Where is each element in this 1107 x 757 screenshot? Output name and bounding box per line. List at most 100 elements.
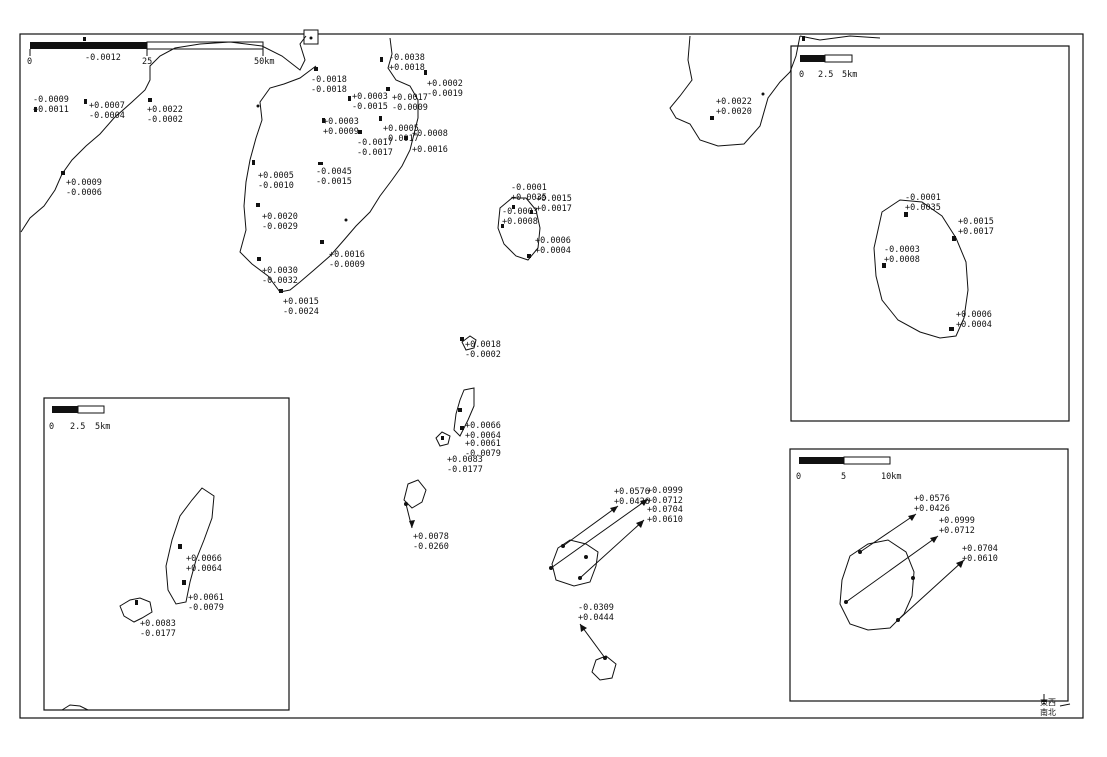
label-m16-a: -0.0045 (316, 167, 352, 177)
label-m19-a: +0.0030 (262, 266, 298, 276)
label-m29-b: -0.0177 (447, 465, 483, 475)
main-vectors (404, 498, 649, 660)
label-m22-a: -0.0001 (511, 183, 547, 193)
label-m21-a: +0.0022 (716, 97, 752, 107)
label-i1a-b: +0.0035 (905, 203, 941, 213)
label-m17-b: -0.0029 (262, 222, 298, 232)
main-scale-tick-1: 25 (142, 57, 152, 67)
label-i2b-b: -0.0079 (188, 603, 224, 613)
label-m27-a: +0.0066 (465, 421, 501, 431)
label-m25-a: +0.0006 (535, 236, 571, 246)
mainland-coast-northeast (669, 35, 801, 147)
label-m21-b: +0.0020 (716, 107, 752, 117)
label-m04-a: +0.0022 (147, 105, 183, 115)
label-i2a-b: +0.0064 (186, 564, 222, 574)
label-i3b-b: +0.0712 (939, 526, 975, 536)
label-m16-b: -0.0015 (316, 177, 352, 187)
legend-north-south: 南北 (1040, 707, 1056, 717)
label-m14-a: +0.0008 (412, 129, 448, 139)
island-south-tip (591, 655, 617, 681)
label-m23-a: +0.0015 (536, 194, 572, 204)
label-m30-b: -0.0260 (413, 542, 449, 552)
label-m31-a: +0.0576 (614, 487, 650, 497)
label-m22-b: +0.0035 (511, 193, 547, 203)
label-m20-b: -0.0024 (283, 307, 319, 317)
label-i2c-a: +0.0083 (140, 619, 176, 629)
label-m02-a: -0.0009 (33, 95, 69, 105)
inset2-scale-tick-0: 0 (49, 422, 54, 432)
inset1-scale-tick-0: 0 (799, 70, 804, 80)
label-m12-b: -0.0017 (383, 134, 419, 144)
main-scale-tick-0: 0 (27, 57, 32, 67)
label-i2c-b: -0.0177 (140, 629, 176, 639)
label-m34-b: +0.0444 (578, 613, 614, 623)
label-m25-b: +0.0004 (535, 246, 571, 256)
label-m10-b: -0.0009 (392, 103, 428, 113)
label-m24-b: +0.0008 (502, 217, 538, 227)
island-south-center (551, 539, 599, 587)
label-m33-b: +0.0610 (647, 515, 683, 525)
label-m06-a: -0.0018 (311, 75, 347, 85)
label-m14-b: +0.0016 (412, 145, 448, 155)
label-m13-b: -0.0017 (357, 148, 393, 158)
label-m03-a: +0.0007 (89, 101, 125, 111)
label-i1d-a: +0.0006 (956, 310, 992, 320)
label-i3c-a: +0.0704 (962, 544, 998, 554)
label-m30-a: +0.0078 (413, 532, 449, 542)
main-scale-bar: 0 25 50km (27, 41, 274, 67)
main-labels: -0.0012 -0.0009 +0.0011 +0.0007 -0.0004 … (33, 53, 752, 623)
island-small-1 (461, 335, 477, 351)
label-m15-a: +0.0005 (258, 171, 294, 181)
label-m09-a: +0.0003 (352, 92, 388, 102)
station-markers (34, 36, 805, 440)
map-frame (19, 33, 1084, 719)
label-m27-b: +0.0064 (465, 431, 501, 441)
island-central-north (497, 197, 541, 261)
label-m19-b: -0.0032 (262, 276, 298, 286)
label-m28-a: +0.0061 (465, 439, 501, 449)
inset3-scale-tick-0: 0 (796, 472, 801, 482)
inset2-scale-tick-1: 2.5 (70, 422, 85, 432)
inset-south-island: 0 5 10km +0.0576 +0.0426 +0.0999 +0.0712… (789, 448, 1069, 702)
label-i1a-a: -0.0001 (905, 193, 941, 203)
label-i3a-a: +0.0576 (914, 494, 950, 504)
label-m11-b: +0.0009 (323, 127, 359, 137)
label-m12-a: +0.0005 (383, 124, 419, 134)
island-elongated (453, 387, 475, 437)
label-m18-b: -0.0009 (329, 260, 365, 270)
label-m01-a: -0.0012 (85, 53, 121, 63)
label-m31-b: +0.0426 (614, 497, 650, 507)
label-i1b-a: +0.0015 (958, 217, 994, 227)
label-m20-a: +0.0015 (283, 297, 319, 307)
label-m23-b: +0.0017 (536, 204, 572, 214)
label-i3c-b: +0.0610 (962, 554, 998, 564)
label-i2b-a: +0.0061 (188, 593, 224, 603)
label-m28-b: -0.0079 (465, 449, 501, 459)
label-m29-a: +0.0083 (447, 455, 483, 465)
label-m24-a: -0.0003 (502, 207, 538, 217)
label-i2a-a: +0.0066 (186, 554, 222, 564)
mainland-coast-west (20, 35, 307, 233)
label-m33-a: +0.0704 (647, 505, 683, 515)
label-m03-b: -0.0004 (89, 111, 125, 121)
label-m10-a: +0.0017 (392, 93, 428, 103)
label-i1c-a: -0.0003 (884, 245, 920, 255)
large-island-coast (239, 37, 419, 293)
label-m06-b: -0.0018 (311, 85, 347, 95)
inset1-scale-tick-2: 5km (842, 70, 857, 80)
inset2-scale-tick-2: 5km (95, 422, 110, 432)
inset-north-island: 0 2.5 5km -0.0001 +0.0035 +0.0015 +0.001… (790, 45, 1070, 422)
inset3-scale-tick-2: 10km (881, 472, 901, 482)
label-m05-a: +0.0009 (66, 178, 102, 188)
label-m34-a: -0.0309 (578, 603, 614, 613)
label-m07-a: -0.0038 (389, 53, 425, 63)
label-m13-a: -0.0017 (357, 138, 393, 148)
label-i1b-b: +0.0017 (958, 227, 994, 237)
label-m07-b: +0.0018 (389, 63, 425, 73)
label-m26-b: -0.0002 (465, 350, 501, 360)
label-i1d-b: +0.0004 (956, 320, 992, 330)
label-m15-b: -0.0010 (258, 181, 294, 191)
label-m17-a: +0.0020 (262, 212, 298, 222)
main-scale-tick-2: 50km (254, 57, 274, 67)
